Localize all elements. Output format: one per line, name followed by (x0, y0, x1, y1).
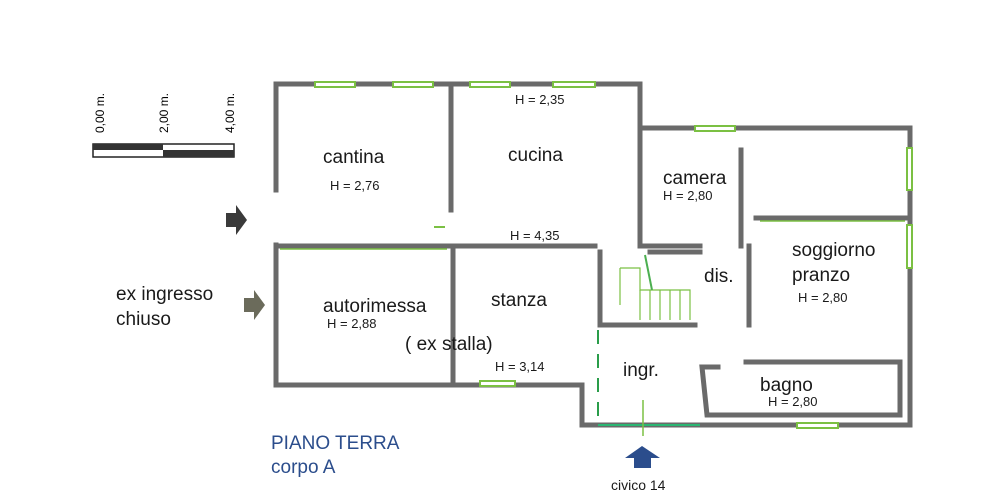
ex-ingresso-label: ex ingresso (116, 284, 213, 305)
height-bagno: H = 2,80 (768, 394, 818, 409)
room-bagno: bagno (760, 375, 813, 396)
height-camera: H = 2,80 (663, 188, 713, 203)
entrance-arrow-icon (226, 205, 247, 235)
room-camera: camera (663, 168, 727, 189)
ex-ingresso-label-2: chiuso (116, 309, 171, 330)
room-stanza: stanza (491, 290, 547, 311)
room-soggiorno: soggiorno (792, 240, 875, 261)
walls (273, 81, 913, 436)
ex-entrance-arrow-icon (244, 290, 265, 320)
scale-label-0: 0,00 m. (93, 93, 107, 133)
civico-arrow-icon (625, 446, 660, 468)
staircase (619, 254, 691, 320)
scale-label-4: 4,00 m. (223, 93, 237, 133)
windows (314, 81, 913, 429)
room-autorimessa: autorimessa (323, 296, 427, 317)
scale-label-2: 2,00 m. (157, 93, 171, 133)
room-stanza-note: ( ex stalla) (405, 334, 493, 355)
scale-bar: 0,00 m. 2,00 m. 4,00 m. (92, 93, 237, 158)
height-autorimessa: H = 2,88 (327, 316, 377, 331)
civico-label: civico 14 (611, 477, 666, 493)
room-pranzo: pranzo (792, 265, 850, 286)
height-stanza: H = 3,14 (495, 359, 545, 374)
height-cucina: H = 2,35 (515, 92, 565, 107)
height-cantina: H = 2,76 (330, 178, 380, 193)
floor-title: PIANO TERRA (271, 433, 400, 454)
height-corridor: H = 4,35 (510, 228, 560, 243)
room-cantina: cantina (323, 147, 385, 168)
room-cucina: cucina (508, 145, 563, 166)
height-soggiorno: H = 2,80 (798, 290, 848, 305)
room-dis: dis. (704, 266, 734, 287)
floor-subtitle: corpo A (271, 457, 336, 478)
room-ingr: ingr. (623, 360, 659, 381)
